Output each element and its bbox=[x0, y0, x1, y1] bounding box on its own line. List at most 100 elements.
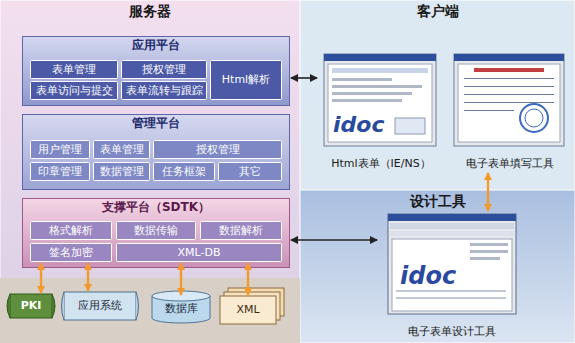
node-label: 用户管理 bbox=[38, 143, 82, 156]
database-cylinder bbox=[152, 291, 210, 323]
function-button: 数据管理 bbox=[93, 162, 150, 181]
double-arrow bbox=[487, 173, 489, 211]
html-form-screenshot bbox=[324, 54, 436, 146]
function-button-fill bbox=[31, 61, 118, 79]
node-label: 数据管理 bbox=[100, 165, 144, 178]
function-button: 用户管理 bbox=[30, 140, 90, 159]
client-panel-fill bbox=[301, 1, 575, 190]
tool-panel-fill bbox=[301, 191, 575, 343]
xml-pages bbox=[220, 288, 284, 324]
function-button: 数据传输 bbox=[116, 221, 196, 240]
node-label: 数据库 bbox=[165, 302, 198, 315]
function-button-fill bbox=[31, 82, 118, 100]
function-button-fill bbox=[122, 82, 207, 100]
node-label: 印章管理 bbox=[38, 165, 82, 178]
double-arrow bbox=[180, 263, 182, 295]
system-node: 应用系统 bbox=[64, 292, 136, 320]
platform-box: 应用平台表单管理 授权管理 Html解析表单访问与提交表单流转与跟踪 bbox=[22, 36, 290, 106]
design-tool-screenshot bbox=[388, 214, 516, 314]
function-button-fill bbox=[122, 61, 207, 79]
function-button-fill bbox=[219, 163, 282, 181]
function-button: 表单管理 bbox=[93, 140, 150, 159]
xml-node: XML bbox=[220, 296, 276, 324]
function-button-fill bbox=[31, 141, 90, 159]
node-label: 表单流转与跟踪 bbox=[126, 84, 203, 97]
function-button: 表单访问与提交 bbox=[30, 81, 118, 100]
double-arrow bbox=[291, 77, 317, 79]
function-button-fill bbox=[94, 141, 150, 159]
function-button: XML-DB bbox=[116, 243, 282, 262]
function-button-fill bbox=[211, 61, 282, 100]
logo-text: idoc bbox=[333, 112, 384, 138]
node-label: 任务框架 bbox=[162, 165, 206, 178]
function-button: 签名加密 bbox=[30, 243, 112, 262]
storage-ground bbox=[0, 278, 300, 343]
node-label: Html解析 bbox=[222, 73, 270, 86]
node-label: 电子表单填写工具 bbox=[466, 157, 554, 170]
node-label: 应用系统 bbox=[78, 299, 122, 312]
heading-text: 支撑平台（SDTK） bbox=[102, 200, 210, 214]
database-node: 数据库 bbox=[152, 296, 210, 322]
double-arrow bbox=[247, 263, 249, 295]
function-button: 其它 bbox=[218, 162, 282, 181]
function-button-fill bbox=[117, 222, 196, 240]
double-arrow bbox=[40, 263, 42, 293]
function-button-fill bbox=[94, 163, 150, 181]
function-button: 任务框架 bbox=[153, 162, 215, 181]
platform-box-fill bbox=[23, 115, 290, 190]
node-label: 授权管理 bbox=[196, 143, 240, 156]
function-button-fill bbox=[154, 141, 282, 159]
function-button: 授权管理 bbox=[153, 140, 282, 159]
platform-box-fill bbox=[23, 37, 290, 106]
node-label: 数据传输 bbox=[134, 224, 178, 237]
node-label: 数据解析 bbox=[219, 224, 263, 237]
node-label: 表单管理 bbox=[52, 63, 96, 76]
function-button: Html解析 bbox=[210, 60, 282, 100]
function-button-fill bbox=[31, 163, 90, 181]
function-button: 授权管理 bbox=[121, 60, 207, 79]
function-button-fill bbox=[201, 222, 282, 240]
platform-box: 管理平台用户管理 表单管理 授权管理印章管理 数据管理 任务框架 其它 bbox=[22, 114, 290, 190]
node-label: 格式解析 bbox=[49, 224, 93, 237]
function-button: 表单管理 bbox=[30, 60, 118, 79]
function-button: 数据解析 bbox=[200, 221, 282, 240]
function-button: 印章管理 bbox=[30, 162, 90, 181]
function-button: 格式解析 bbox=[30, 221, 112, 240]
client-panel: 客户端 Html表单（IE/NS） 电子表单填写工具 bbox=[300, 0, 575, 190]
function-button: 表单流转与跟踪 bbox=[121, 81, 207, 100]
platform-box-fill bbox=[23, 199, 290, 268]
node-label: XML bbox=[236, 303, 259, 316]
screenshot-node: 电子表单填写工具 bbox=[450, 50, 570, 172]
server-panel: 服务器应用平台表单管理授权管理Html解析表单访问与提交表单流转与跟踪管理平台用… bbox=[0, 0, 300, 343]
node-label: 其它 bbox=[239, 165, 261, 178]
node-label: 授权管理 bbox=[142, 63, 186, 76]
node-label: XML-DB bbox=[178, 246, 221, 259]
heading-text: 客户端 bbox=[417, 3, 459, 20]
node-label: PKI bbox=[21, 299, 42, 312]
heading-text: 管理平台 bbox=[132, 116, 180, 130]
function-button-fill bbox=[31, 244, 112, 262]
function-button-fill bbox=[154, 163, 215, 181]
heading-text: 应用平台 bbox=[132, 38, 180, 52]
application-scroll bbox=[62, 292, 139, 320]
pki-scroll bbox=[7, 294, 55, 318]
logo-text: idoc bbox=[400, 262, 456, 291]
heading-text: 设计工具 bbox=[410, 193, 466, 210]
node-label: 签名加密 bbox=[49, 246, 93, 259]
double-arrow bbox=[87, 263, 89, 291]
function-button-fill bbox=[117, 244, 282, 262]
platform-box: 支撑平台（SDTK） 格式解析 数据传输 数据解析签名加密 XML-DB bbox=[22, 198, 290, 268]
double-arrow bbox=[291, 239, 377, 241]
pki-node: PKI bbox=[10, 294, 52, 318]
server-panel-fill bbox=[1, 1, 300, 343]
node-label: 表单管理 bbox=[100, 143, 144, 156]
function-button-fill bbox=[31, 222, 112, 240]
fill-tool-screenshot bbox=[454, 54, 564, 146]
screenshot-node: Html表单（IE/NS） bbox=[318, 50, 444, 172]
node-label: Html表单（IE/NS） bbox=[331, 157, 430, 170]
node-label: 电子表单设计工具 bbox=[408, 325, 496, 338]
heading-text: 服务器 bbox=[129, 3, 171, 20]
node-label: 表单访问与提交 bbox=[36, 84, 113, 97]
